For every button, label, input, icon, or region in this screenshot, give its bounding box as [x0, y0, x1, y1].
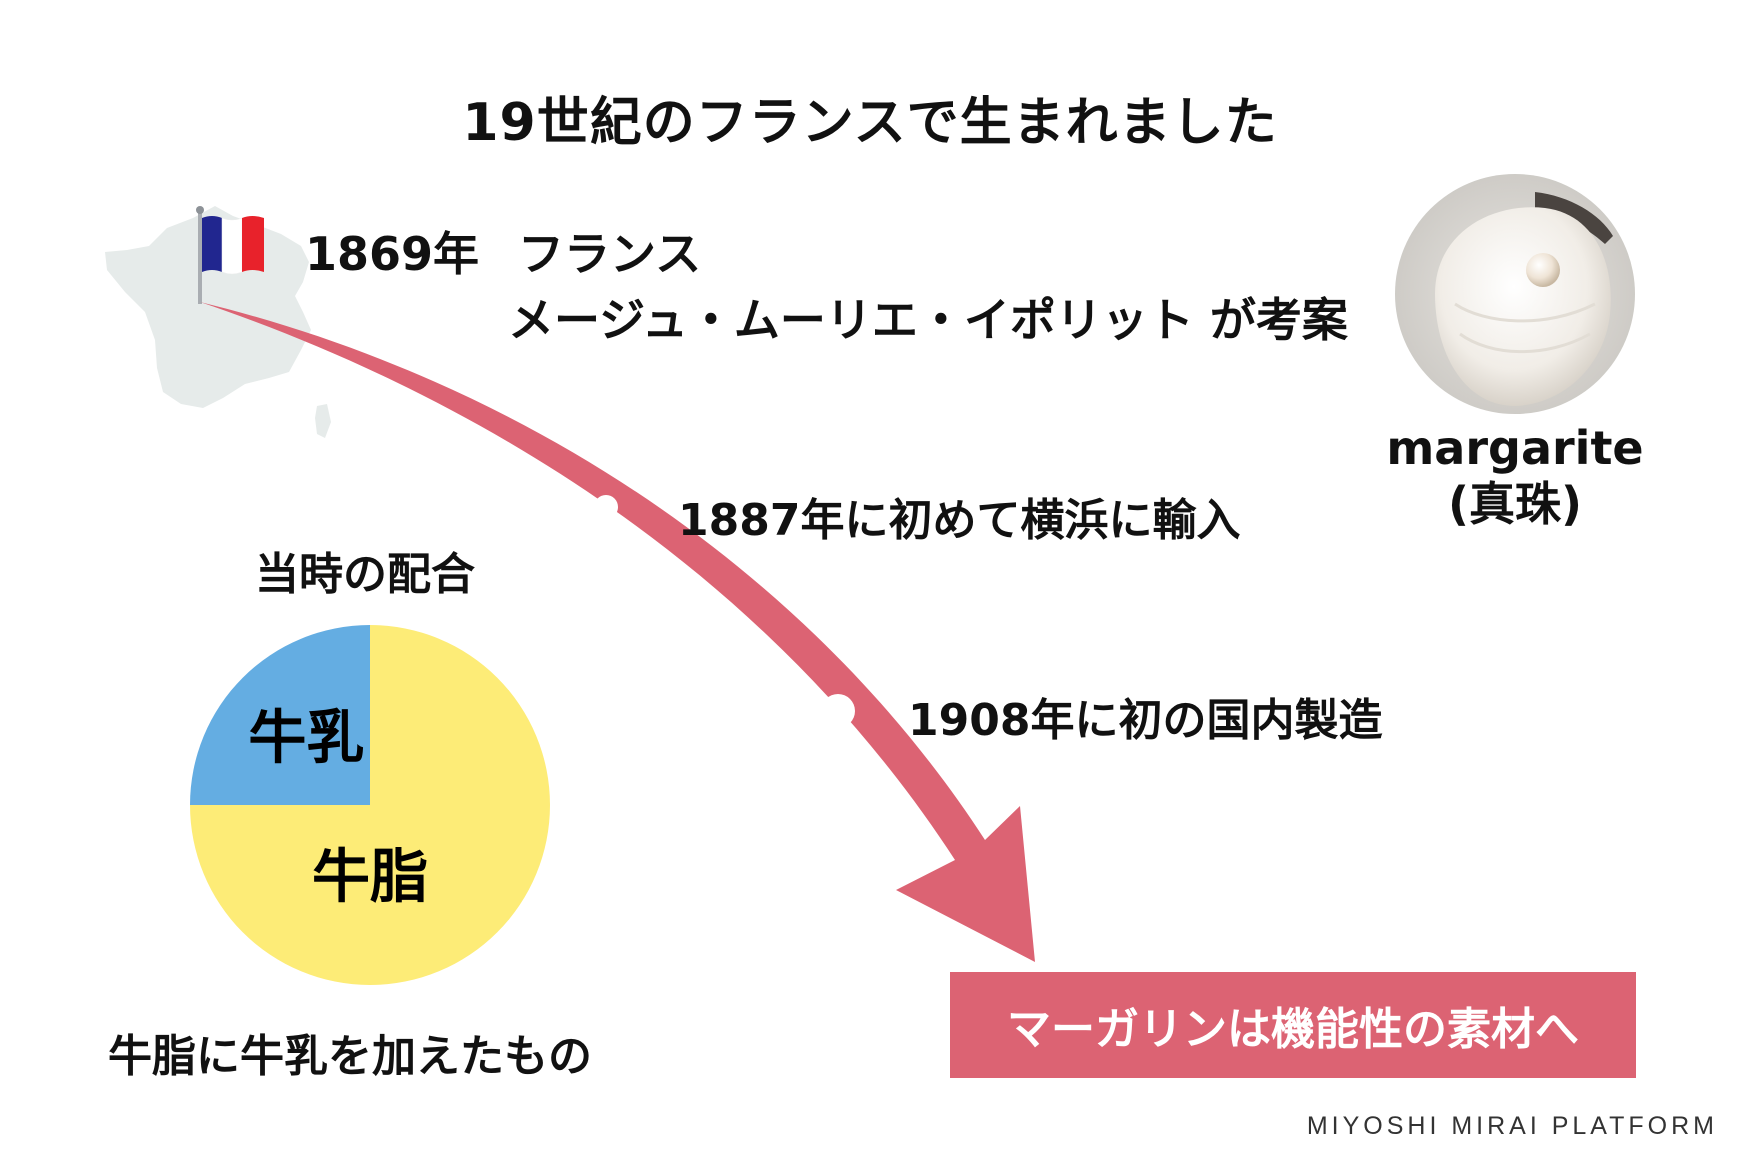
pie-label-milk: 牛乳: [248, 703, 364, 771]
pie-chart-title: 当時の配合: [255, 549, 475, 600]
page-title: 19世紀のフランスで生まれました: [462, 93, 1278, 153]
origin-inventor: メージュ・ムーリエ・イポリット が考案: [508, 293, 1348, 347]
brand-name: MIYOSHI MIRAI PLATFORM: [1306, 1112, 1718, 1140]
timeline-dot-1908: [821, 694, 855, 728]
etymology-block: margarite (真珠): [1380, 420, 1650, 532]
result-text: マーガリンは機能性の素材へ: [1007, 1004, 1579, 1055]
corsica-shape: [315, 404, 331, 438]
shell-shape: [1435, 207, 1611, 406]
pie-slice-milk: [190, 625, 370, 805]
pie-label-beef-tallow: 牛脂: [312, 843, 428, 911]
result-banner: マーガリンは機能性の素材へ: [950, 972, 1636, 1078]
etymology-meaning: (真珠): [1447, 477, 1583, 531]
origin-country: フランス: [518, 227, 702, 281]
pie-slice-beef-tallow: [190, 625, 550, 985]
origin-year: 1869年: [305, 227, 480, 281]
etymology-word: margarite: [1386, 421, 1644, 475]
flag-blue-band: [202, 216, 222, 272]
pearl-icon: [1526, 253, 1560, 287]
arrow-shaft: [200, 302, 1035, 962]
france-flag-icon: [196, 206, 264, 304]
milestone-import: 1887年に初めて横浜に輸入: [678, 495, 1241, 546]
timeline-dot-1887: [594, 495, 618, 519]
milestone-manufacture: 1908年に初の国内製造: [908, 695, 1383, 746]
pearl-image: [1395, 174, 1635, 414]
flag-red-band: [242, 216, 264, 272]
blend-description: 牛脂に牛乳を加えたもの: [108, 1031, 592, 1082]
